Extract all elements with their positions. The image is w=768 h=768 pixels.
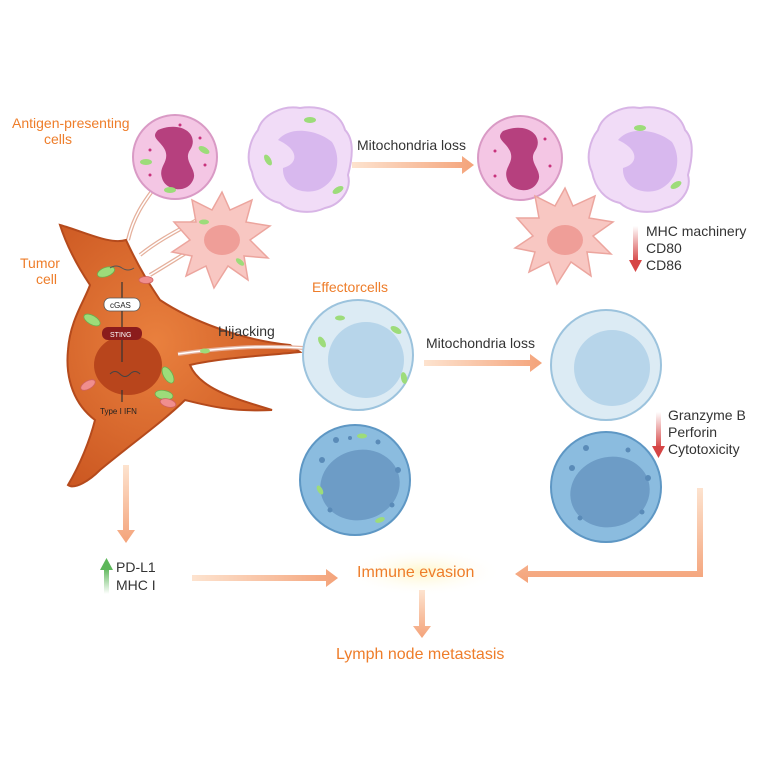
effector-marker-1: Granzyme B [668, 407, 746, 423]
cgas-label: cGAS [110, 301, 131, 310]
effector-down-arrow-head [652, 446, 665, 458]
hijacking-nanotube [177, 344, 305, 356]
tumor-marker-1: PD-L1 [116, 559, 156, 575]
type1-ifn-label: Type I IFN [100, 407, 137, 416]
tumor-marker-2: MHC I [116, 577, 156, 593]
dendritic-cell-right [513, 186, 615, 286]
effector-marker-2: Perforin [668, 424, 717, 440]
hijacking-label: Hijacking [218, 323, 275, 339]
immune-evasion-label: Immune evasion [357, 564, 474, 581]
neutrophil-right [477, 115, 563, 201]
lymph-node-label: Lymph node metastasis [336, 646, 504, 663]
apc-marker-3: CD86 [646, 257, 682, 273]
apc-down-arrow-shaft [633, 226, 638, 262]
effector-marker-3: Cytotoxicity [668, 441, 740, 457]
dendritic-cell-left [170, 190, 272, 290]
macrophage-right [587, 106, 693, 213]
mito-loss-top-arrow [352, 156, 474, 174]
t-cell-right [550, 309, 662, 421]
mito-loss-mid-arrow [424, 354, 542, 372]
macrophage-left [247, 106, 353, 213]
apc-marker-2: CD80 [646, 240, 682, 256]
mito-loss-top-label: Mitochondria loss [357, 137, 466, 153]
to-immune-evasion-left-arrow [192, 569, 338, 587]
tumor-label-line2: cell [36, 271, 57, 287]
tumor-down-arrow [117, 465, 135, 543]
apc-label-line1: Antigen-presenting [12, 115, 130, 131]
tumor-up-arrow-shaft [104, 568, 109, 594]
mito-loss-mid-label: Mitochondria loss [426, 335, 535, 351]
t-cell-left [302, 299, 414, 411]
to-lymph-node-arrow [413, 590, 431, 638]
effector-cells-label: Effectorcells [312, 279, 388, 295]
tumor-up-arrow-head [100, 558, 113, 570]
tumor-label-line1: Tumor [20, 255, 60, 271]
nk-cell-right [550, 431, 662, 543]
apc-marker-1: MHC machinery [646, 223, 746, 239]
tumor-mitochondria [80, 266, 177, 408]
to-immune-evasion-right-arrow [515, 488, 703, 583]
tumor-nucleus [94, 335, 162, 395]
sting-label: STING [110, 332, 131, 339]
effector-down-arrow-shaft [656, 412, 661, 448]
neutrophil-left [132, 114, 218, 200]
apc-label-line2: cells [44, 131, 72, 147]
nk-cell-left [299, 424, 411, 536]
apc-down-arrow-head [629, 260, 642, 272]
